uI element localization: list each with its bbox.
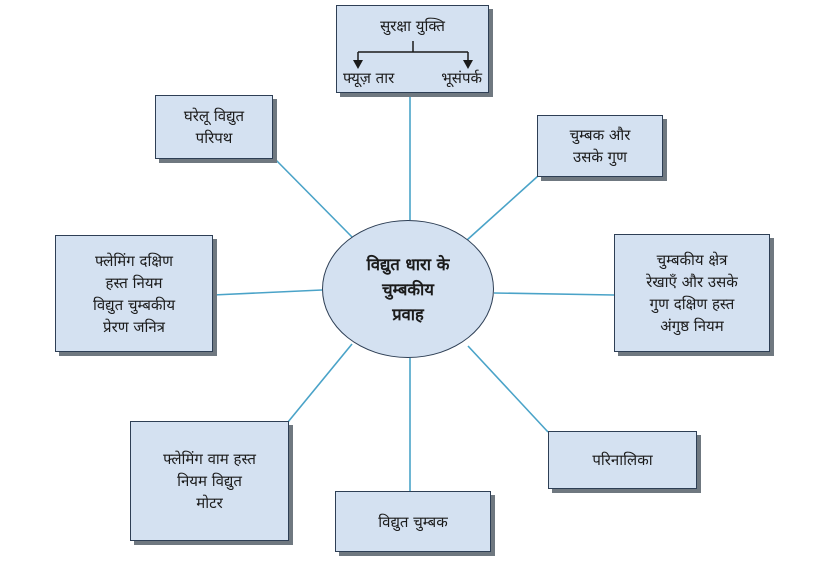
branch-arrows: [353, 41, 473, 69]
node-household-circuit: घरेलू विद्युत परिपथ: [155, 95, 273, 159]
center-text: प्रवाह: [392, 304, 424, 324]
node-text: परिपथ: [195, 129, 233, 147]
node-text: फ्लेमिंग वाम हस्त: [163, 450, 256, 468]
node-flemings-left-hand-rule: फ्लेमिंग वाम हस्त नियम विद्युत मोटर: [130, 421, 289, 541]
node-text: मोटर: [196, 494, 223, 512]
link-field-lines: [493, 292, 615, 296]
earthing-label: भूसंपर्क: [441, 69, 482, 87]
node-text: चुम्बकीय क्षेत्र: [656, 251, 728, 269]
safety-title: सुरक्षा युक्ति: [380, 17, 445, 35]
link-solenoid: [467, 345, 549, 433]
node-magnet-properties: चुम्बक और उसके गुण: [537, 115, 663, 177]
fuse-wire-label: फ्यूज़ तार: [343, 69, 395, 87]
node-text: विद्युत चुम्बकीय: [92, 295, 176, 314]
node-text: विद्युत चुम्बक: [378, 512, 448, 531]
node-text: प्रेरण जनित्र: [103, 317, 165, 336]
link-household: [271, 155, 354, 239]
link-magnet: [466, 175, 539, 241]
node-electromagnet: विद्युत चुम्बक: [335, 491, 491, 552]
central-topic: विद्युत धारा के चुम्बकीय प्रवाह: [322, 220, 494, 358]
node-text: रेखाएँ और उसके: [646, 273, 738, 291]
node-solenoid: परिनालिका: [548, 431, 697, 489]
node-text: नियम विद्युत: [177, 472, 242, 490]
link-left-hand: [287, 343, 353, 423]
link-right-hand: [212, 289, 323, 296]
node-flemings-right-hand-rule: फ्लेमिंग दक्षिण हस्त नियम विद्युत चुम्बक…: [55, 235, 213, 352]
node-text: फ्लेमिंग दक्षिण: [95, 251, 173, 270]
node-text: अंगुष्ठ नियम: [660, 317, 724, 335]
node-magnetic-field-lines: चुम्बकीय क्षेत्र रेखाएँ और उसके गुण दक्ष…: [614, 234, 770, 352]
safety-device-box: सुरक्षा युक्ति फ्यूज़ तार भूसंपर्क: [336, 5, 489, 93]
node-text: परिनालिका: [592, 451, 653, 469]
center-text: चुम्बकीय: [382, 279, 434, 299]
node-text: गुण दक्षिण हस्त: [649, 295, 735, 313]
node-text: हस्त नियम: [105, 273, 163, 292]
node-text: घरेलू विद्युत: [183, 107, 245, 125]
node-text: उसके गुण: [573, 148, 627, 166]
node-text: चुम्बक और: [569, 126, 631, 144]
center-text: विद्युत धारा के: [366, 254, 450, 274]
